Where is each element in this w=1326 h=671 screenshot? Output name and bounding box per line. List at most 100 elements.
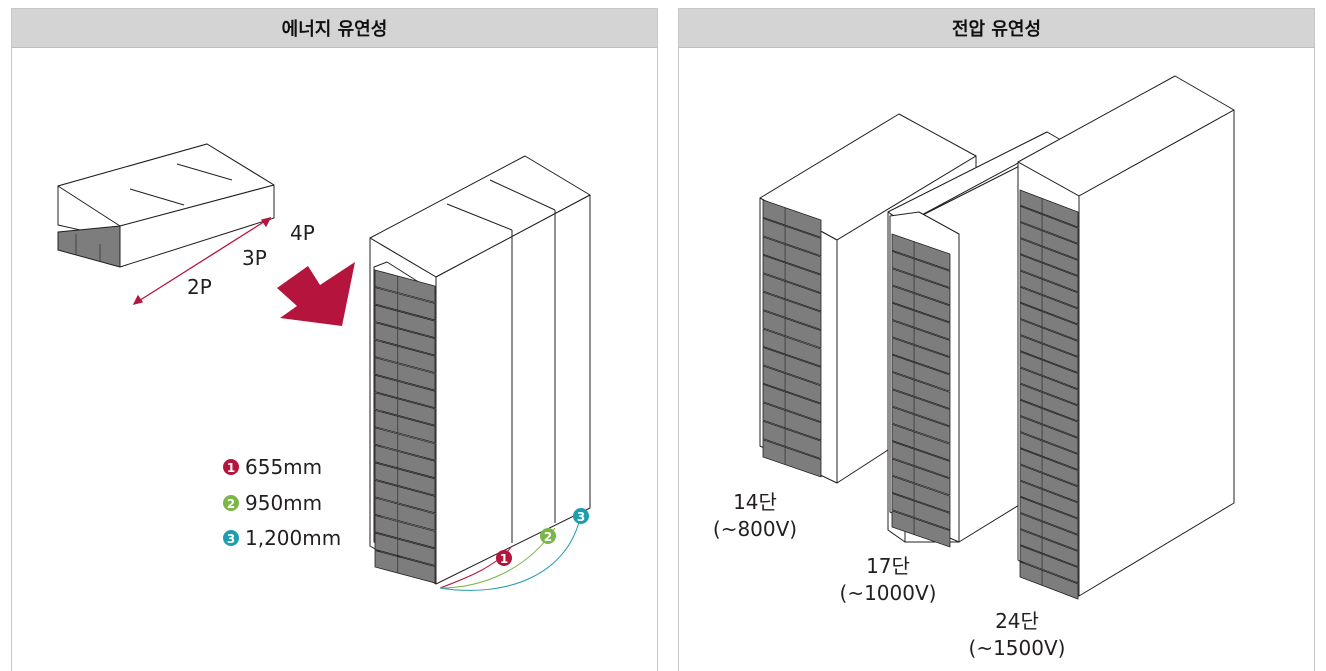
battery-module-unit [891, 233, 951, 271]
module-label-2p: 2P [187, 275, 212, 299]
battery-module-unit [1019, 237, 1079, 277]
battery-module-unit [1019, 351, 1079, 390]
battery-module-unit [374, 392, 436, 426]
battery-module-unit [374, 514, 436, 549]
svg-text:1: 1 [227, 461, 235, 475]
battery-module-unit [1019, 254, 1079, 293]
module-length-arrow [132, 217, 272, 305]
battery-module-unit [762, 328, 822, 367]
battery-module-unit [762, 402, 822, 441]
battery-module-unit [891, 302, 951, 341]
battery-module-unit [891, 440, 951, 479]
battery-module-unit [891, 510, 951, 548]
battery-module-unit [374, 462, 436, 496]
battery-module-unit [762, 199, 822, 238]
voltage-flexibility-panel: 전압 유연성 14단 (~800V) 17단 (~1000V) 24단 [678, 8, 1315, 671]
battery-module-unit [374, 357, 436, 391]
battery-module-unit [1019, 189, 1079, 228]
battery-module-unit [374, 269, 436, 304]
arc-marker-2: 2 [540, 528, 556, 544]
battery-module-unit [891, 492, 951, 531]
battery-module-unit [1019, 528, 1079, 568]
energy-flexibility-panel: 에너지 유연성 4P 3P 2P [11, 8, 658, 671]
battery-module-unit [1019, 367, 1079, 406]
arc-marker-3: 3 [573, 508, 589, 524]
battery-module-unit [374, 322, 436, 356]
battery-module-unit [1019, 399, 1079, 438]
battery-module-unit [1019, 270, 1079, 309]
panel-title: 에너지 유연성 [12, 9, 657, 48]
rack-module-stack [1019, 189, 1079, 600]
svg-text:3: 3 [577, 510, 585, 524]
rack-17-voltage: (~1000V) [840, 581, 937, 605]
battery-module-unit [891, 475, 951, 513]
panel-title: 전압 유연성 [679, 9, 1314, 48]
rack-24-voltage: (~1500V) [969, 636, 1066, 660]
battery-module-unit [374, 374, 436, 409]
arc-marker-1: 1 [496, 550, 512, 566]
battery-module-unit [1019, 415, 1079, 455]
battery-module-unit [1019, 334, 1079, 374]
big-red-arrow [277, 262, 355, 326]
battery-module-unit [374, 287, 436, 321]
battery-module-unit [374, 479, 436, 514]
battery-module-unit [891, 250, 951, 289]
module-label-3p: 3P [242, 246, 267, 270]
svg-text:3: 3 [227, 532, 235, 546]
battery-module-unit [374, 497, 436, 531]
battery-module-unit [762, 346, 822, 386]
battery-module-unit [374, 532, 436, 566]
rack-module-stack [891, 233, 951, 548]
battery-module-unit [1019, 431, 1079, 471]
module-label-4p: 4P [290, 221, 315, 245]
legend-label-655: 655mm [245, 455, 322, 479]
battery-module [57, 143, 275, 268]
battery-module-unit [1019, 561, 1079, 600]
battery-module-unit [762, 365, 822, 404]
rack-14-stages: 14단 [733, 490, 777, 514]
battery-module-unit [891, 319, 951, 358]
battery-module-unit [762, 217, 822, 257]
svg-text:1: 1 [500, 552, 508, 566]
battery-module-unit [891, 389, 951, 427]
battery-module-unit [1019, 302, 1079, 341]
battery-module-unit [1019, 383, 1079, 422]
battery-module-unit [891, 268, 951, 306]
battery-module-unit [1019, 318, 1079, 358]
battery-module-unit [1019, 496, 1079, 535]
battery-module-unit [374, 549, 436, 584]
battery-module-unit [762, 420, 822, 460]
rack-14-voltage: (~800V) [713, 517, 797, 541]
battery-module-unit [1019, 545, 1079, 584]
svg-text:2: 2 [544, 530, 552, 544]
rack-17-stages: 17단 [866, 554, 910, 578]
battery-module-unit [1019, 464, 1079, 503]
battery-module-unit [374, 427, 436, 461]
battery-module-unit [762, 310, 822, 349]
battery-module-unit [762, 439, 822, 478]
battery-module-unit [762, 254, 822, 294]
battery-module-unit [891, 423, 951, 462]
legend-label-950: 950mm [245, 491, 322, 515]
rack-module-stack [762, 199, 822, 478]
battery-module-unit [374, 409, 436, 444]
battery-module-unit [891, 458, 951, 496]
battery-module-unit [1019, 221, 1079, 261]
legend-item-1: 1 655mm [223, 455, 322, 479]
battery-module-unit [374, 444, 436, 479]
battery-module-unit [762, 273, 822, 312]
battery-module-unit [891, 337, 951, 375]
battery-module-unit [891, 371, 951, 410]
battery-module-unit [1019, 512, 1079, 552]
battery-module-unit [1019, 480, 1079, 519]
battery-module-unit [891, 285, 951, 323]
legend-label-1200: 1,200mm [245, 526, 341, 550]
rack-module-stack [374, 269, 436, 584]
svg-text:2: 2 [227, 497, 235, 511]
battery-module-unit [891, 406, 951, 444]
battery-module-unit [374, 339, 436, 374]
voltage-flexibility-diagram: 14단 (~800V) 17단 (~1000V) 24단 (~1500V) [713, 75, 1235, 660]
battery-module-unit [1019, 205, 1079, 244]
rack-24-stages: 24단 [995, 609, 1039, 633]
battery-module-unit [762, 383, 822, 423]
